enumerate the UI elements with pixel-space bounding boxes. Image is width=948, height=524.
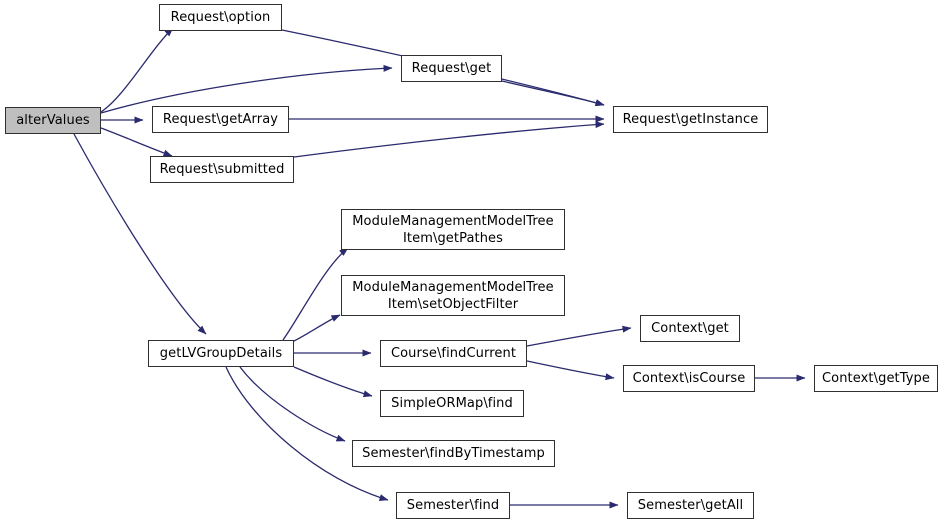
call-graph-node-semesterFindByTs[interactable]: Semester\findByTimestamp <box>352 440 555 467</box>
call-graph-node-simpleORMapFind[interactable]: SimpleORMap\find <box>380 390 524 417</box>
call-graph-node-mmmtSetObjectFilter[interactable]: ModuleManagementModelTree Item\setObject… <box>341 275 565 316</box>
call-graph-node-alterValues[interactable]: alterValues <box>5 107 101 134</box>
call-graph-node-contextGet[interactable]: Context\get <box>640 315 740 342</box>
call-edge-getLVGroupDetails-to-semesterFindByTs <box>239 366 346 442</box>
call-edge-getLVGroupDetails-to-semesterFind <box>225 366 389 501</box>
call-graph-node-requestGetArray[interactable]: Request\getArray <box>152 106 289 133</box>
call-graph-node-semesterGetAll[interactable]: Semester\getAll <box>627 492 754 519</box>
call-edge-requestSubmitted-to-requestGetInstance <box>293 121 605 158</box>
call-graph-node-getLVGroupDetails[interactable]: getLVGroupDetails <box>148 340 294 367</box>
call-edge-requestGet-to-requestGetInstance <box>501 80 605 106</box>
call-graph-node-mmmtGetPathes[interactable]: ModuleManagementModelTree Item\getPathes <box>341 209 565 250</box>
call-graph-node-semesterFind[interactable]: Semester\find <box>396 492 510 519</box>
call-edge-getLVGroupDetails-to-mmmtSetObjectFilter <box>293 314 341 342</box>
call-edge-getLVGroupDetails-to-simpleORMapFind <box>293 366 373 398</box>
call-graph-node-requestSubmitted[interactable]: Request\submitted <box>150 156 294 183</box>
call-graph-node-courseFindCurrent[interactable]: Course\findCurrent <box>380 340 527 367</box>
call-edge-courseFindCurrent-to-contextGet <box>526 325 632 347</box>
call-graph-node-contextGetType[interactable]: Context\getType <box>814 365 938 392</box>
call-edge-getLVGroupDetails-to-mmmtGetPathes <box>282 247 349 341</box>
call-edge-courseFindCurrent-to-contextIsCourse <box>526 360 615 381</box>
call-graph-node-requestOption[interactable]: Request\option <box>159 4 282 31</box>
call-graph-node-requestGet[interactable]: Request\get <box>401 55 502 82</box>
call-graph-node-requestGetInstance[interactable]: Request\getInstance <box>613 106 768 133</box>
call-graph-node-contextIsCourse[interactable]: Context\isCourse <box>623 365 755 392</box>
call-edge-alterValues-to-requestOption <box>100 27 174 113</box>
